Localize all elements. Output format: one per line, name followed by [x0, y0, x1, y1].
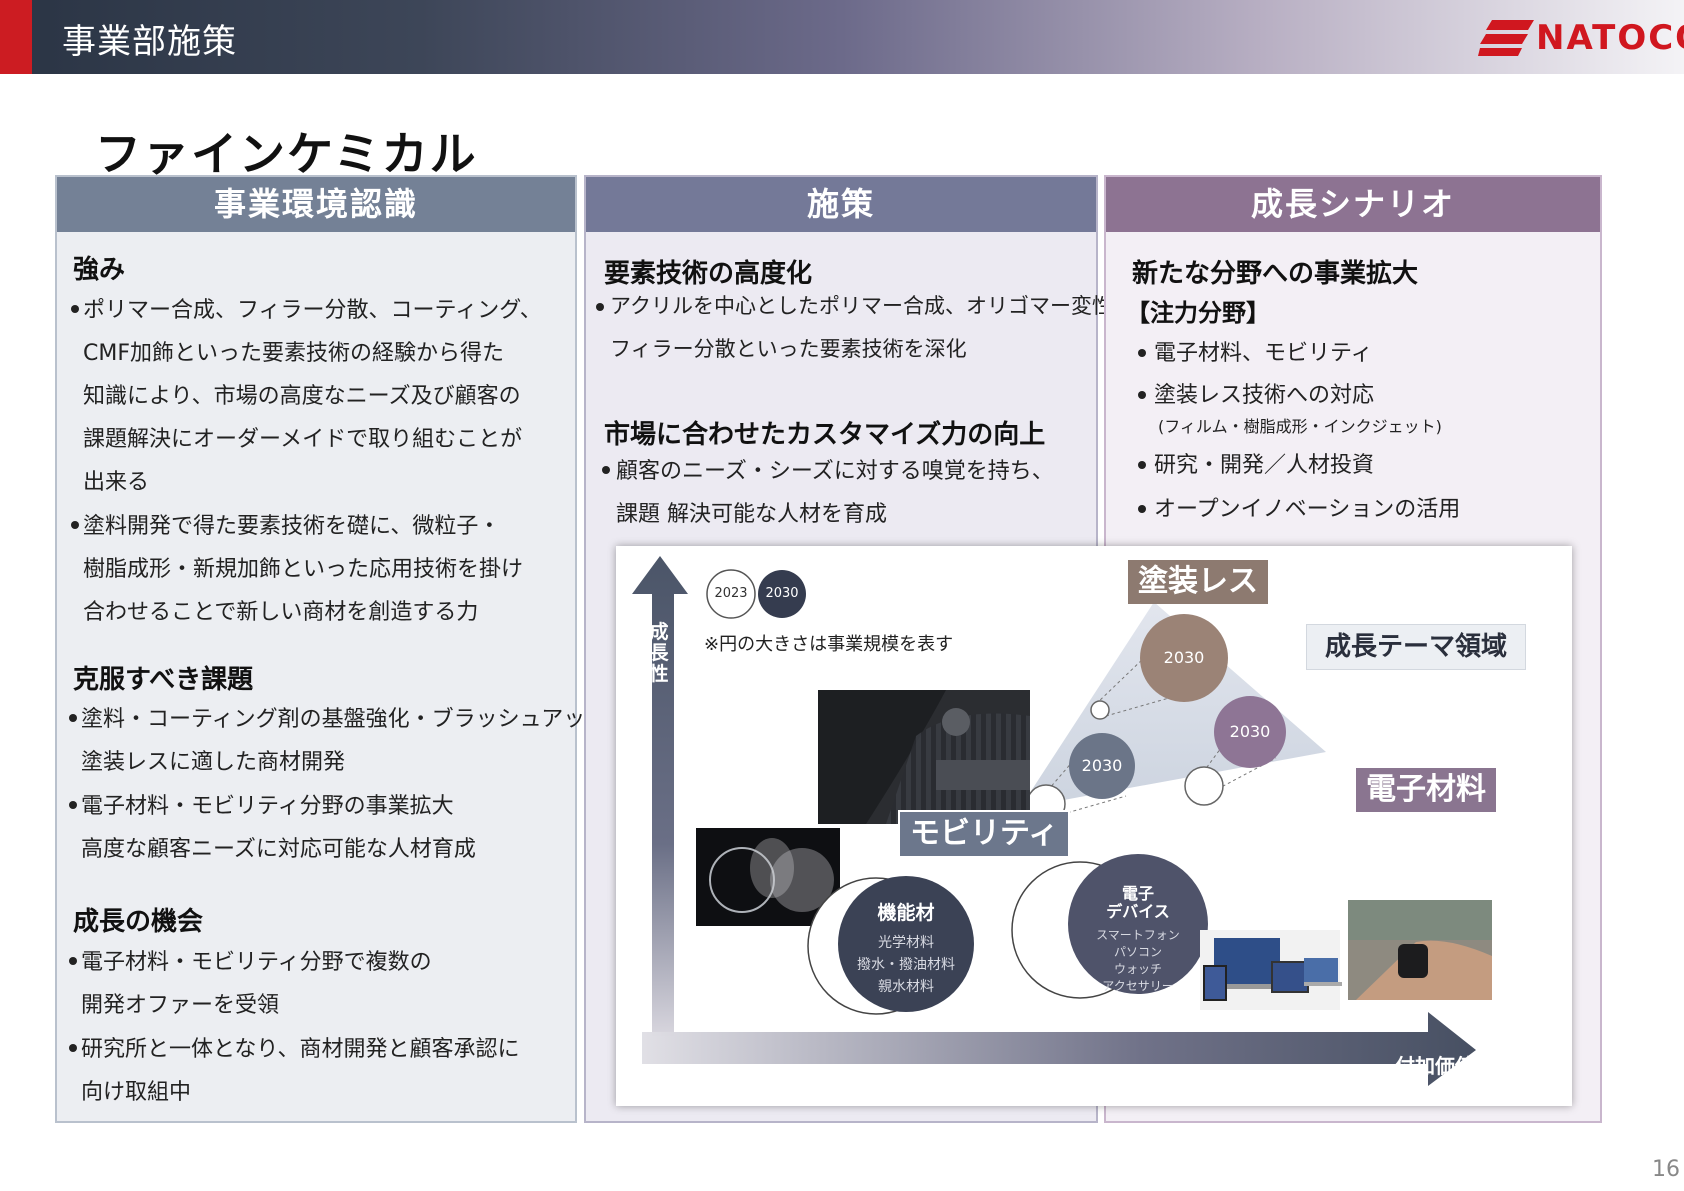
column-heading: 事業環境認識	[57, 177, 575, 232]
challenge-title: 克服すべき課題	[73, 665, 254, 695]
bullet	[71, 305, 79, 313]
challenge-line: 電子材料・モビリティ分野の事業拡大	[81, 794, 454, 819]
circle-coating-2023	[1090, 700, 1110, 720]
x-axis-arrow	[642, 1012, 1476, 1086]
logo-mark-icon	[1478, 20, 1534, 56]
column-heading: 成長シナリオ	[1106, 177, 1600, 232]
opportunity-line: 開発オファーを受領	[81, 993, 280, 1018]
section-title: 要素技術の高度化	[604, 259, 813, 289]
bullet	[1138, 391, 1146, 399]
lens-image	[696, 828, 840, 926]
opportunity-line: 電子材料・モビリティ分野で複数の	[81, 950, 432, 975]
bullet	[69, 1044, 77, 1052]
tag-growth-theme: 成長テーマ領域	[1306, 624, 1527, 670]
circle-mobility-2030	[1069, 733, 1135, 799]
focus-item: 研究・開発／人材投資	[1154, 453, 1375, 478]
functional-item: 光学材料	[878, 935, 934, 951]
tag-electronic: 電子材料	[1356, 768, 1496, 812]
coating-2030-label: 2030	[1163, 648, 1205, 667]
strength-line: 合わせることで新しい商材を創造する力	[83, 600, 479, 625]
bullet	[69, 801, 77, 809]
header-accent	[0, 0, 32, 74]
legend-2023-label: 2023	[714, 586, 748, 601]
focus-item-note: (フィルム・樹脂成形・インクジェット)	[1158, 417, 1442, 436]
bullet	[602, 466, 610, 474]
bullet	[69, 714, 77, 722]
functional-title: 機能材	[877, 902, 935, 924]
focus-item: 塗装レス技術への対応	[1154, 383, 1375, 408]
section-line: アクリルを中心としたポリマー合成、オリゴマー変性、	[610, 294, 1134, 318]
strength-title: 強み	[73, 255, 126, 285]
bullet	[1138, 505, 1146, 513]
page-number: 16	[1652, 1157, 1680, 1182]
size-note: ※円の大きさは事業規模を表す	[704, 634, 954, 655]
scenario-title: 新たな分野への事業拡大	[1132, 259, 1419, 289]
challenge-line: 塗料・コーティング剤の基盤強化・ブラッシュアップ・	[81, 707, 630, 732]
x-axis-label: 付加価値	[1395, 1054, 1475, 1078]
legend-circle-2023	[706, 569, 756, 619]
legend-circle-2030	[758, 570, 806, 618]
opportunity-line: 研究所と一体となり、商材開発と顧客承認に	[81, 1037, 520, 1062]
strength-line: ポリマー合成、フィラー分散、コーティング、	[83, 298, 542, 323]
strength-line: 知識により、市場の高度なニーズ及び顧客の	[83, 384, 521, 409]
device-title: 電子	[1121, 884, 1154, 903]
diagram-graphics	[632, 556, 1492, 1086]
section-line: 課題 解決可能な人材を育成	[616, 502, 887, 527]
section-line: フィラー分散といった要素技術を深化	[610, 337, 967, 361]
opportunity-line: 向け取組中	[81, 1080, 192, 1105]
circle-coating-2030	[1140, 614, 1228, 702]
challenge-line: 高度な顧客ニーズに対応可能な人材育成	[81, 837, 476, 862]
header-title: 事業部施策	[62, 22, 237, 62]
strength-line: 出来る	[83, 470, 150, 495]
section-title: 市場に合わせたカスタマイズ力の向上	[604, 420, 1046, 450]
challenge-line: 塗装レスに適した商材開発	[81, 750, 346, 775]
circle-electronic-2030	[1214, 696, 1286, 768]
strength-line: CMF加飾といった要素技術の経験から得た	[83, 341, 504, 366]
opportunity-title: 成長の機会	[73, 907, 204, 937]
y-axis-label: 成長性	[649, 621, 669, 685]
circle-electronic-2023	[1184, 766, 1224, 806]
growth-diagram: 成長性 付加価値 2023 2030 ※円の大きさは事業規模を表す 塗装レス 成…	[616, 546, 1572, 1106]
y-axis-arrow	[632, 556, 688, 1036]
device-item: パソコン	[1113, 945, 1162, 959]
tag-coating-less: 塗装レス	[1128, 560, 1268, 604]
page-title: ファインケミカル	[95, 127, 478, 181]
functional-item: 親水材料	[878, 979, 934, 995]
focus-item: 電子材料、モビリティ	[1154, 341, 1373, 366]
circle-device-2030	[1068, 854, 1208, 994]
mobility-2030-label: 2030	[1081, 756, 1123, 775]
bullet	[1138, 461, 1146, 469]
bullet	[69, 957, 77, 965]
strength-line: 樹脂成形・新規加飾といった応用技術を掛け	[83, 557, 524, 582]
legend-2030-label: 2030	[765, 586, 799, 601]
device-item: アクセサリー	[1102, 979, 1174, 993]
bullet	[71, 521, 79, 529]
focus-area-label: 【注力分野】	[1126, 299, 1270, 327]
column-heading: 施策	[586, 177, 1096, 232]
section-line: 顧客のニーズ・シーズに対する嗅覚を持ち、	[616, 459, 1054, 484]
logo-text: NATOCO	[1536, 18, 1684, 58]
electronic-2030-label: 2030	[1229, 722, 1271, 741]
device-item: スマートフォン	[1096, 928, 1180, 942]
device-title: デバイス	[1106, 902, 1170, 921]
bullet	[596, 303, 604, 311]
natoco-logo: NATOCO	[1478, 16, 1684, 60]
focus-item: オープンイノベーションの活用	[1154, 497, 1461, 522]
tag-mobility: モビリティ	[898, 810, 1071, 858]
header-bar	[0, 0, 1684, 74]
bullet	[1138, 349, 1146, 357]
functional-item: 撥水・撥油材料	[857, 957, 955, 973]
device-item: ウォッチ	[1113, 962, 1162, 976]
strength-line: 課題解決にオーダーメイドで取り組むことが	[83, 427, 523, 452]
circle-functional-2030	[838, 876, 974, 1012]
strength-line: 塗料開発で得た要素技術を礎に、微粒子・	[83, 514, 501, 539]
column-business-environment: 事業環境認識 強み ポリマー合成、フィラー分散、コーティング、 CMF加飾といっ…	[55, 175, 629, 1123]
